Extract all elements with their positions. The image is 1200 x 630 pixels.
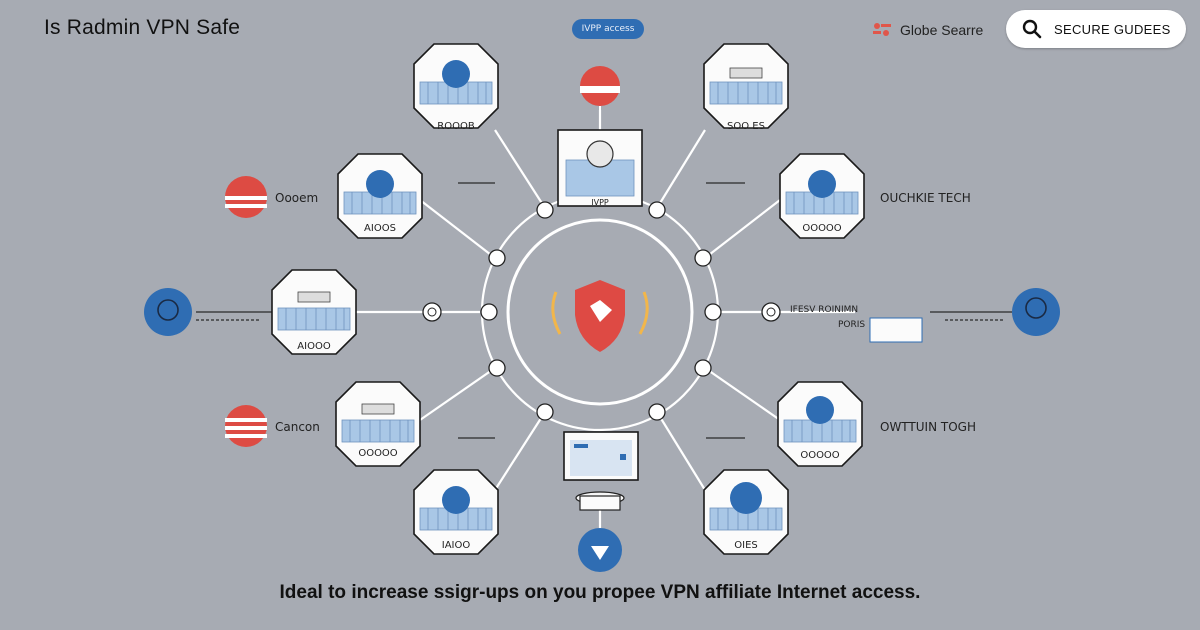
flag-left-bottom-icon bbox=[225, 405, 267, 447]
page-title: Is Radmin VPN Safe bbox=[44, 16, 241, 39]
node-card-bottom-right[interactable] bbox=[703, 469, 789, 555]
side-label-left-top: Oooem bbox=[275, 191, 319, 205]
node-card-mid-left[interactable] bbox=[337, 153, 423, 239]
access-badge[interactable]: IVPP access bbox=[572, 19, 644, 39]
node-card-top-right[interactable] bbox=[703, 43, 789, 129]
node-label-bottom-left-mid: OOOOO bbox=[358, 448, 398, 459]
search-button[interactable]: SECURE GUDEES bbox=[1006, 10, 1186, 48]
node-card-top-left[interactable] bbox=[413, 43, 499, 129]
node-label-bottom-right: OIES bbox=[734, 540, 758, 551]
flag-left-top-icon bbox=[225, 176, 267, 218]
node-label-top-center: IVPP bbox=[591, 198, 609, 207]
node-label-top-right: SOO ES bbox=[727, 121, 765, 132]
ring-nodes bbox=[422, 201, 781, 421]
search-icon bbox=[1022, 19, 1042, 39]
search-label: SECURE GUDEES bbox=[1054, 21, 1171, 37]
node-label-mid-left: AIOOS bbox=[364, 223, 396, 234]
side-label-left-bottom: Cancon bbox=[275, 420, 320, 434]
node-card-top-center[interactable] bbox=[557, 129, 643, 207]
brand-logo-icon bbox=[872, 22, 892, 38]
connection-lines bbox=[355, 110, 855, 532]
brand-name: Globe Searre bbox=[900, 22, 984, 38]
node-label-left: AIOOO bbox=[297, 341, 331, 352]
node-card-bottom-left-mid[interactable] bbox=[335, 381, 421, 467]
monitor-icon bbox=[563, 431, 639, 511]
node-label-bottom-right-mid: OOOOO bbox=[800, 450, 840, 461]
flag-top-center-icon bbox=[580, 66, 620, 112]
shield-badge-icon bbox=[578, 528, 622, 572]
globe-right-icon bbox=[1012, 288, 1060, 336]
node-card-bottom-left[interactable] bbox=[413, 469, 499, 555]
node-label-mid-right: OOOOO bbox=[802, 223, 842, 234]
side-label-right-top: OUCHKIE TECH bbox=[880, 191, 971, 205]
node-card-mid-right[interactable] bbox=[779, 153, 865, 239]
node-card-bottom-right-mid[interactable] bbox=[777, 381, 863, 467]
node-label-bottom-left: IAIOO bbox=[441, 540, 471, 551]
caption: Ideal to increase ssigr-ups on you prope… bbox=[279, 582, 921, 603]
central-ring bbox=[506, 218, 694, 406]
side-label-right-mid-line1: IFESV ROINIMN bbox=[790, 305, 859, 315]
brand[interactable]: Globe Searre bbox=[872, 19, 983, 41]
info-box bbox=[869, 317, 923, 343]
node-label-top-left: ROOOB bbox=[437, 121, 475, 132]
side-label-right-mid-line2: PORIS bbox=[838, 320, 866, 330]
shield-icon bbox=[551, 280, 649, 352]
side-label-right-bottom: OWTTUIN TOGH bbox=[880, 420, 976, 434]
node-card-left[interactable] bbox=[271, 269, 357, 355]
globe-left-icon bbox=[144, 288, 192, 336]
